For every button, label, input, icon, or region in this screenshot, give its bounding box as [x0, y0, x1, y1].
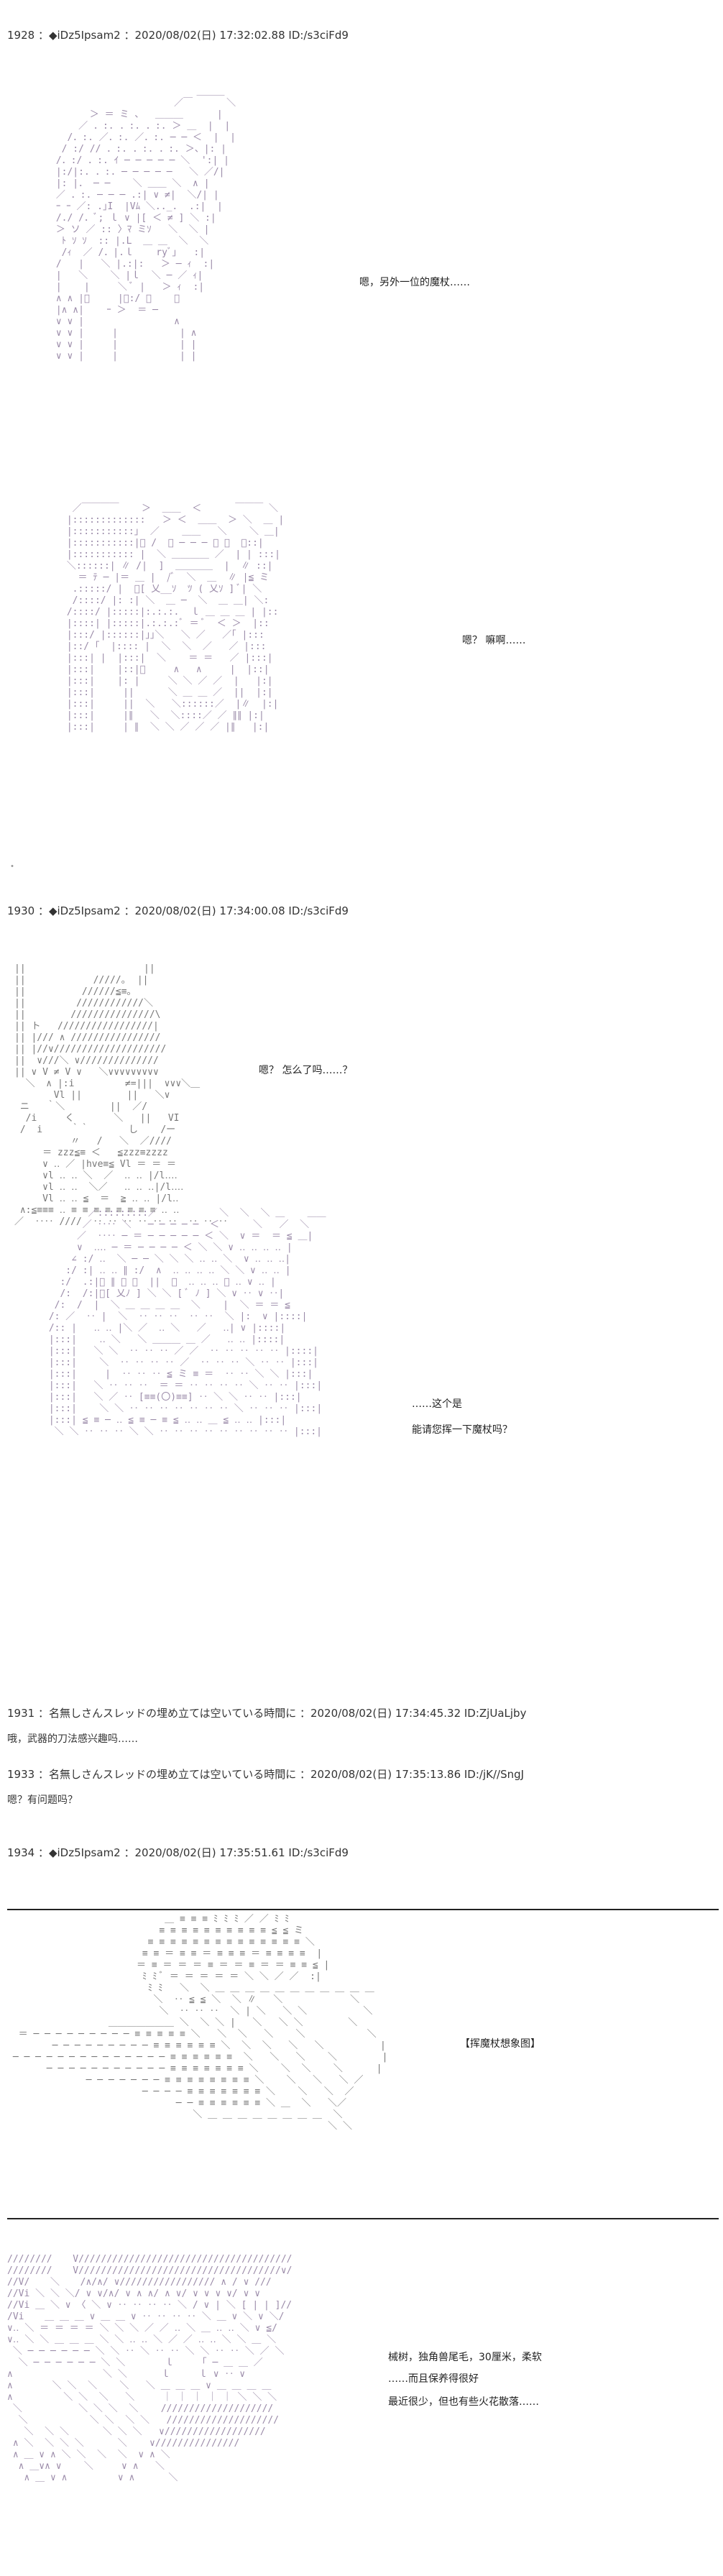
panel-bottom-rule: [7, 2218, 719, 2219]
ascii-art-figure-3: || || || /////｡ || || //////≦≡｡ || /////…: [14, 963, 228, 1227]
post-header-1933: 1933 ：名無しさんスレッドの埋め立ては空いている時間に ：2020/08/0…: [7, 1768, 525, 1781]
dialogue-line: 械树，独角兽尾毛，30厘米，柔软: [388, 2352, 542, 2363]
post-header-1931: 1931 ：名無しさんスレッドの埋め立ては空いている時間に ：2020/08/0…: [7, 1707, 527, 1720]
post-body-1933: 嗯？有问题吗？: [7, 1795, 78, 1806]
dialogue-line: ……而且保养得很好: [388, 2373, 479, 2385]
dialogue-line: 嗯，另外一位的魔杖……: [359, 277, 470, 288]
dialogue-line: ……这个是: [412, 1398, 462, 1410]
ascii-art-figure-1: ＿＿＿ ／￣ ＼ ＞ ＝ ミ 、 ＿＿＿ | ／ ．:. ．:. ．:. ＞ ＿…: [55, 86, 236, 362]
separator-dot: ・: [7, 861, 17, 873]
dialogue-line: 嗯？ 嘛啊……: [462, 635, 526, 646]
ascii-art-wand-closeup: //////// V//////////////////////////////…: [7, 2254, 293, 2483]
ascii-art-wand-scene: ＿ ≡ ≡ ≡ ﾐ ﾐ ﾐ ／ ／ ﾐ ﾐ ≡ ≡ ≡ ≡ ≡ ≡ ≡ ≡ ≡ …: [12, 1914, 388, 2132]
dialogue-line: 能请您挥一下魔杖吗？: [412, 1424, 512, 1436]
post-header-1928: 1928 ：◆iDz5Ipsam2 ：2020/08/02(日) 17:32:0…: [7, 29, 349, 42]
post-body-1931: 哦，武器的刀法感兴趣吗……: [7, 1733, 138, 1745]
dialogue-line: 最近很少，但也有些火花散落……: [388, 2396, 539, 2408]
post-header-1930: 1930 ：◆iDz5Ipsam2 ：2020/08/02(日) 17:34:0…: [7, 904, 349, 917]
post-header-1934: 1934 ：◆iDz5Ipsam2 ：2020/08/02(日) 17:35:5…: [7, 1846, 349, 1859]
panel-top-rule: [7, 1909, 719, 1910]
panel-caption: 【挥魔杖想象图】: [460, 2038, 540, 2050]
ascii-art-figure-2: ／￣￣￣￣ ＞ ＿＿ ＜ ￣￣￣ ＼ |::::::::::::: ＞ ＜ ＿＿…: [66, 503, 285, 733]
ascii-art-figure-4: ／:::::::::／ ＼ ＼ ＼ ＿ ＿＿ ／ ‥‥ ＼ ─ ─ ─ ─ ─ …: [48, 1208, 326, 1437]
dialogue-line: 嗯？ 怎么了吗……？: [259, 1065, 353, 1076]
